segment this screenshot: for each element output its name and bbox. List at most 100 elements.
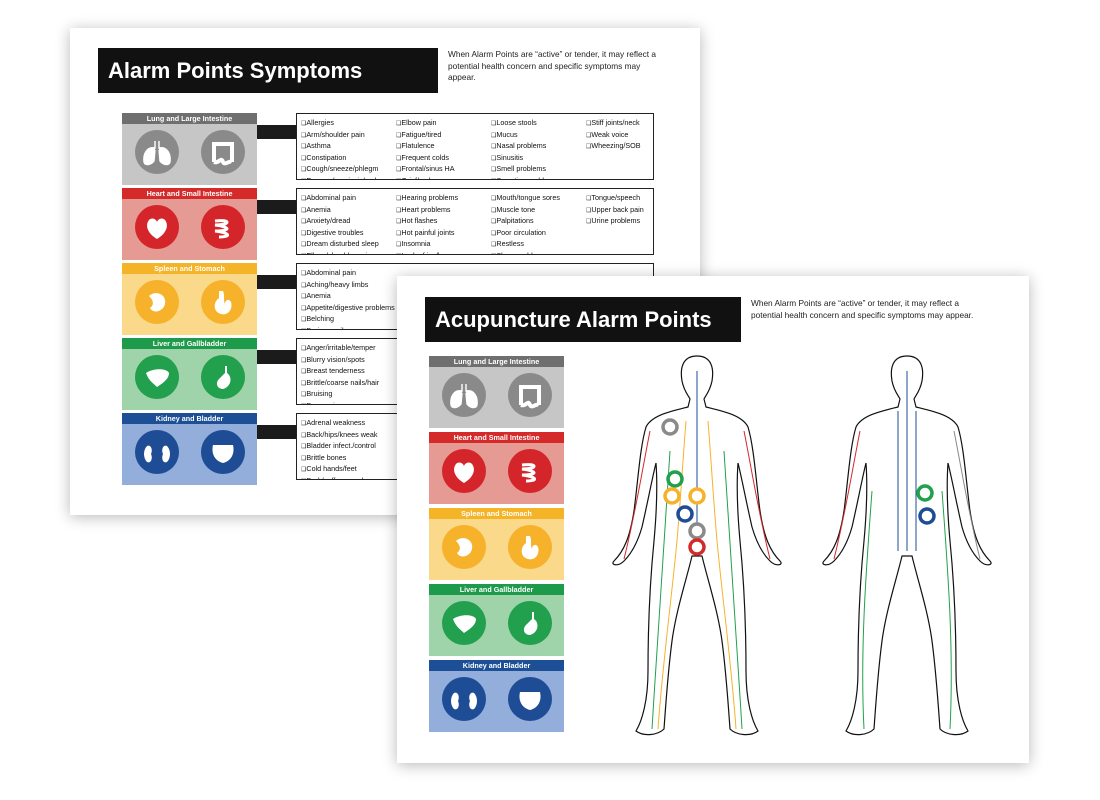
symptom-item[interactable]: Allergies: [301, 118, 379, 130]
symptom-item[interactable]: Asthma: [301, 141, 379, 153]
organ-panel-label: Heart and Small Intestine: [429, 432, 564, 443]
symptom-item[interactable]: Adrenal weakness: [301, 418, 381, 430]
symptom-item[interactable]: Tongue/speech: [586, 193, 644, 205]
symptom-item[interactable]: Lack of joy/humor: [396, 251, 458, 254]
symptom-column: Loose stoolsMucusNasal problemsSinusitis…: [491, 118, 560, 179]
large-intestine-icon: [201, 130, 245, 174]
symptom-item[interactable]: Elbow pain: [396, 118, 455, 130]
symptom-item[interactable]: Dark/puffy around eyes: [301, 476, 380, 479]
symptom-item[interactable]: Elbow/shoulder pain: [301, 251, 379, 254]
symptom-item[interactable]: Urine problems: [586, 216, 644, 228]
gallbladder-icon: [201, 355, 245, 399]
symptom-item[interactable]: Fatigue/tired: [396, 130, 455, 142]
symptom-item[interactable]: Sweating problems.: [491, 176, 559, 179]
symptom-item[interactable]: Sleep problems: [491, 251, 560, 254]
symptom-item[interactable]: Cold hands/feet: [301, 464, 381, 476]
symptom-item[interactable]: Eczema/psoriasis/rash: [301, 176, 378, 179]
symptom-item[interactable]: Mouth/tongue sores: [491, 193, 560, 205]
symptom-item[interactable]: Hot flashes: [396, 216, 458, 228]
alarm-point-liver: [666, 470, 684, 488]
symptom-item[interactable]: Cough/sneeze/phlegm: [301, 164, 379, 176]
symptom-item[interactable]: Abdominal pain: [301, 193, 379, 205]
body-meridian-diagram: [612, 355, 992, 736]
symptom-item[interactable]: Bladder infect./control: [301, 441, 381, 453]
alarm-point-lung: [661, 418, 679, 436]
symptom-column: Adrenal weaknessBack/hips/knees weakBlad…: [301, 418, 381, 479]
symptom-item[interactable]: Heart problems: [396, 205, 458, 217]
meridian-line: [723, 450, 743, 730]
symptom-item[interactable]: Grief/sadness: [396, 176, 455, 179]
organ-panel-label: Liver and Gallbladder: [429, 584, 564, 595]
symptom-item[interactable]: Upper back pain: [586, 205, 643, 217]
symptom-item[interactable]: Wheezing/SOB: [586, 141, 640, 153]
organ-panel: Kidney and Bladder: [429, 660, 564, 732]
symptom-item[interactable]: Belching: [301, 314, 395, 326]
spleen-icon: [135, 280, 179, 324]
symptom-item[interactable]: Anemia: [301, 291, 395, 303]
symptom-item[interactable]: Restless: [491, 239, 560, 251]
organ-panel: Lung and Large Intestine: [429, 356, 564, 428]
connector-bar: [257, 425, 297, 439]
symptom-item[interactable]: Anxiety/dread: [301, 216, 379, 228]
symptom-item[interactable]: Breast tenderness: [301, 366, 379, 378]
connector-bar: [257, 350, 297, 364]
kidney-icon: [135, 430, 179, 474]
organ-panel-label: Spleen and Stomach: [429, 508, 564, 519]
kidney-icon: [442, 677, 486, 721]
symptom-item[interactable]: Dream disturbed sleep: [301, 239, 378, 251]
symptom-item[interactable]: Muscle tone: [491, 205, 560, 217]
symptom-item[interactable]: Stiff joints/neck: [586, 118, 641, 130]
symptom-item[interactable]: Palpitations: [491, 216, 560, 228]
symptom-item[interactable]: Weak voice: [586, 130, 641, 142]
symptom-item[interactable]: Mucus: [491, 130, 560, 142]
meridian-line: [941, 490, 952, 730]
symptom-item[interactable]: Bruise easily: [301, 326, 395, 329]
symptom-item[interactable]: Aching/heavy limbs: [301, 280, 395, 292]
symptom-item[interactable]: Hearing problems: [396, 193, 458, 205]
symptom-item[interactable]: Arm/shoulder pain: [301, 130, 379, 142]
symptom-item[interactable]: Constipation: [301, 153, 379, 165]
alarm-point-spleen: [663, 487, 681, 505]
symptom-item[interactable]: Anemia: [301, 205, 379, 217]
symptom-column: AllergiesArm/shoulder painAsthmaConstipa…: [301, 118, 379, 179]
symptom-item[interactable]: Brittle/coarse nails/hair: [301, 378, 379, 390]
connector-bar: [257, 275, 297, 289]
liver-icon: [135, 355, 179, 399]
body-front-figure: [612, 355, 782, 736]
symptom-item[interactable]: Flatulence: [396, 141, 455, 153]
spleen-icon: [442, 525, 486, 569]
symptom-item[interactable]: Digestive troubles: [301, 228, 379, 240]
gallbladder-icon: [508, 601, 552, 645]
symptom-item[interactable]: Insomnia: [396, 239, 458, 251]
alarm-point-back-kidney: [918, 507, 936, 525]
small-intestine-icon: [201, 205, 245, 249]
organ-panel-label: Spleen and Stomach: [122, 263, 257, 274]
meridian-line: [707, 420, 737, 730]
symptom-item[interactable]: Poor circulation: [491, 228, 560, 240]
symptom-item[interactable]: Depression: [301, 401, 379, 404]
organ-panel: Spleen and Stomach: [122, 263, 257, 335]
sheet-intro: When Alarm Points are “active” or tender…: [448, 49, 656, 82]
organ-panel: Kidney and Bladder: [122, 413, 257, 485]
symptom-item[interactable]: Blurry vision/spots: [301, 355, 379, 367]
symptom-item[interactable]: Smell problems: [491, 164, 560, 176]
connector-bar: [257, 125, 297, 139]
symptom-item[interactable]: Bruising: [301, 389, 379, 401]
symptom-column: Anger/irritable/temperBlurry vision/spot…: [301, 343, 379, 404]
organ-panel-label: Lung and Large Intestine: [429, 356, 564, 367]
symptom-item[interactable]: Brittle bones: [301, 453, 381, 465]
symptom-item[interactable]: Back/hips/knees weak: [301, 430, 381, 442]
meridian-lines: [623, 371, 981, 730]
symptom-item[interactable]: Abdominal pain: [301, 268, 395, 280]
symptom-item[interactable]: Anger/irritable/temper: [301, 343, 379, 355]
symptom-item[interactable]: Frontal/sinus HA: [396, 164, 454, 176]
meridian-line: [657, 420, 687, 730]
symptom-item[interactable]: Loose stools: [491, 118, 560, 130]
symptom-item[interactable]: Appetite/digestive problems: [301, 303, 394, 315]
organ-panel-label: Kidney and Bladder: [122, 413, 257, 424]
symptom-item[interactable]: Nasal problems: [491, 141, 560, 153]
symptom-item[interactable]: Hot painful joints: [396, 228, 458, 240]
symptom-item[interactable]: Sinusitis: [491, 153, 560, 165]
organ-panel: Heart and Small Intestine: [122, 188, 257, 260]
symptom-item[interactable]: Frequent colds: [396, 153, 455, 165]
